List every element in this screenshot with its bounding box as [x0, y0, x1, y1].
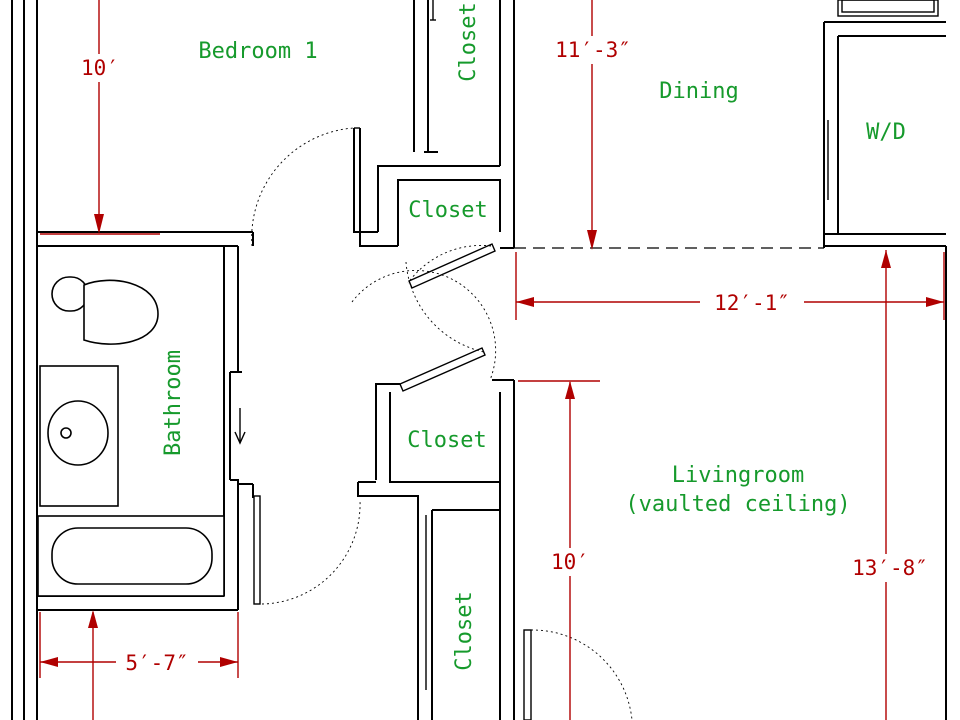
living-closet-height-dim: 10′: [551, 550, 589, 574]
upper-closet: [353, 128, 501, 353]
bedroom-height-dim: 10′: [81, 56, 119, 80]
dining-height-dim: 11′-3″: [555, 38, 631, 62]
bathtub-fixture: [37, 515, 225, 597]
livingroom-label: Livingroom: [672, 463, 804, 488]
dining-walls: [500, 0, 946, 249]
wd-label: W/D: [866, 120, 906, 145]
closet-upper-label: Closet: [408, 198, 487, 223]
lower-closet: [351, 270, 633, 720]
room-labels: Bedroom 1 Dining W/D Closet Closet Close…: [161, 2, 906, 670]
living-width-dim: 12′-1″: [714, 291, 790, 315]
top-closet: [413, 0, 515, 248]
closet-lower-label: Closet: [407, 428, 486, 453]
dining-label: Dining: [659, 79, 738, 104]
closet-top-label: Closet: [456, 2, 481, 81]
outer-walls: [11, 0, 947, 720]
bath-width-dim: 5′-7″: [125, 651, 188, 675]
bedroom-1-walls: [37, 127, 360, 247]
dimension-labels: 10′ 11′-3″ 12′-1″ 10′ 13′-8″ 5′-7″: [78, 36, 938, 675]
bathroom-label: Bathroom: [161, 350, 186, 456]
toilet-fixture: [51, 276, 159, 345]
bedroom-1-label: Bedroom 1: [198, 39, 317, 64]
living-height-dim: 13′-8″: [852, 556, 928, 580]
livingroom-note-label: (vaulted ceiling): [625, 492, 850, 517]
sink-fixture: [39, 365, 119, 507]
closet-bottom-label: Closet: [452, 591, 477, 670]
